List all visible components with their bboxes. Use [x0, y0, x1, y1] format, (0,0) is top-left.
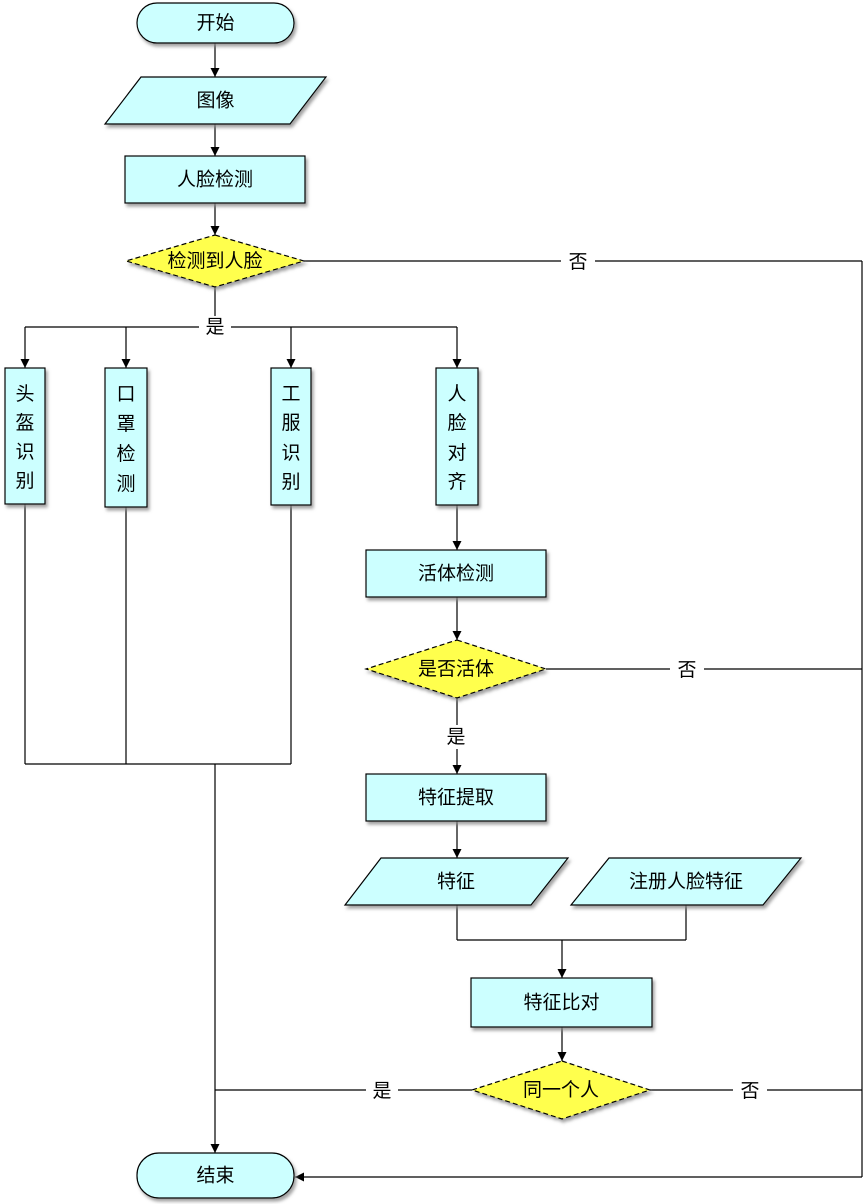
registered-features-label: 注册人脸特征 [629, 871, 743, 893]
end-node: 结束 [136, 1152, 295, 1199]
is-live-decision: 是否活体 [364, 639, 548, 699]
feature-extraction-node: 特征提取 [365, 773, 547, 822]
uniform-char-3: 识 [281, 442, 300, 464]
same-person-yes-label: 是 [372, 1080, 391, 1102]
mask-char-1: 口 [116, 383, 135, 405]
uniform-char-1: 工 [281, 383, 300, 405]
end-label: 结束 [196, 1165, 234, 1187]
uniform-char-2: 服 [281, 412, 300, 434]
is-live-label: 是否活体 [418, 658, 494, 680]
alignment-char-3: 对 [447, 442, 466, 464]
mask-char-3: 检 [116, 443, 135, 465]
start-label: 开始 [196, 12, 234, 34]
helmet-char-4: 别 [15, 470, 34, 492]
mask-char-2: 罩 [116, 413, 135, 435]
features-label: 特征 [437, 871, 475, 893]
alignment-char-2: 脸 [447, 412, 466, 434]
same-person-no-label: 否 [740, 1080, 759, 1102]
feature-comparison-label: 特征比对 [523, 992, 599, 1014]
feature-extraction-label: 特征提取 [418, 787, 494, 809]
start-node: 开始 [136, 2, 295, 44]
features-node: 特征 [343, 857, 570, 906]
helmet-char-1: 头 [15, 383, 34, 405]
face-alignment-node: 人 脸 对 齐 [435, 367, 479, 506]
helmet-char-3: 识 [15, 441, 34, 463]
uniform-char-4: 别 [281, 471, 300, 493]
image-node: 图像 [103, 76, 328, 125]
connectors [20, 43, 863, 1182]
feature-comparison-node: 特征比对 [470, 977, 653, 1028]
alignment-char-1: 人 [447, 383, 466, 405]
face-detected-yes-label: 是 [205, 316, 224, 338]
face-detected-no-label: 否 [568, 251, 587, 273]
same-person-label: 同一个人 [523, 1079, 599, 1101]
mask-char-4: 测 [116, 473, 135, 495]
is-live-no-label: 否 [677, 659, 696, 681]
image-label: 图像 [196, 90, 234, 112]
is-live-yes-label: 是 [446, 726, 465, 748]
liveness-detection-node: 活体检测 [365, 549, 547, 598]
face-detected-decision: 检测到人脸 [123, 234, 307, 288]
registered-features-node: 注册人脸特征 [569, 857, 803, 906]
face-detection-node: 人脸检测 [124, 155, 306, 204]
uniform-recognition-node: 工 服 识 别 [270, 367, 312, 506]
helmet-recognition-node: 头 盔 识 别 [4, 367, 46, 505]
face-detection-label: 人脸检测 [177, 169, 253, 191]
edge-labels: 否 是 否 是 是 否 [199, 250, 767, 1103]
helmet-char-2: 盔 [15, 412, 34, 434]
same-person-decision: 同一个人 [470, 1060, 652, 1120]
liveness-detection-label: 活体检测 [418, 563, 494, 585]
alignment-char-4: 齐 [447, 471, 466, 493]
face-detected-label: 检测到人脸 [167, 250, 262, 272]
mask-detection-node: 口 罩 检 测 [104, 367, 148, 508]
